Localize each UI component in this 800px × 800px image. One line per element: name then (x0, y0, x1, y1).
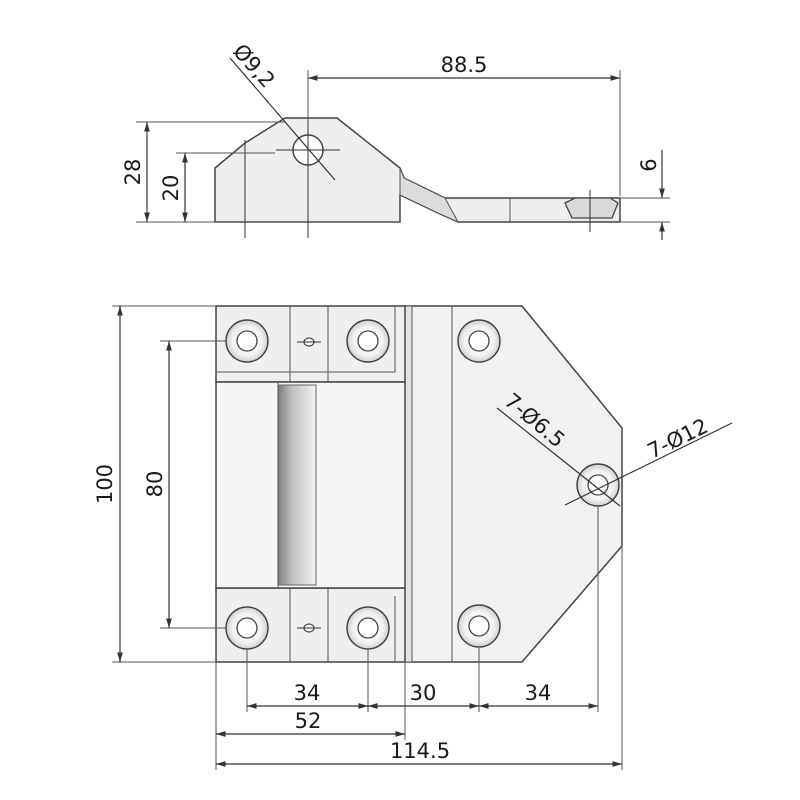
dim-20: 20 (159, 175, 183, 202)
pin-mark (297, 623, 321, 633)
countersink-hole (564, 197, 619, 219)
front-view: 7-Ø6.5 7-Ø12 100 80 34 30 34 52 114.5 (93, 305, 733, 770)
mounting-hole (457, 604, 501, 648)
mounting-hole (457, 319, 501, 363)
dim-34-left: 34 (294, 681, 321, 705)
mounting-hole (225, 606, 269, 650)
channel (277, 384, 317, 586)
pin-mark (297, 337, 321, 347)
knuckle-strip (404, 305, 413, 663)
mounting-hole (346, 606, 390, 650)
side-view-body (214, 117, 621, 223)
dim-114-5: 114.5 (390, 739, 450, 763)
dim-30: 30 (410, 681, 437, 705)
dim-88-5: 88.5 (441, 53, 488, 77)
dim-28: 28 (121, 159, 145, 186)
dim-80: 80 (143, 471, 167, 498)
dim-6: 6 (637, 158, 661, 171)
side-view: Ø9,2 88.5 28 20 6 (121, 39, 670, 240)
dim-hole-outer: 7-Ø12 (644, 414, 712, 464)
side-view-bend (399, 167, 460, 224)
dim-34-right: 34 (525, 681, 552, 705)
dim-52: 52 (295, 709, 322, 733)
mounting-hole (576, 463, 620, 507)
dim-hole-diameter: Ø9,2 (228, 39, 279, 92)
mounting-hole (346, 319, 390, 363)
dim-100: 100 (93, 464, 117, 504)
mounting-hole (225, 319, 269, 363)
